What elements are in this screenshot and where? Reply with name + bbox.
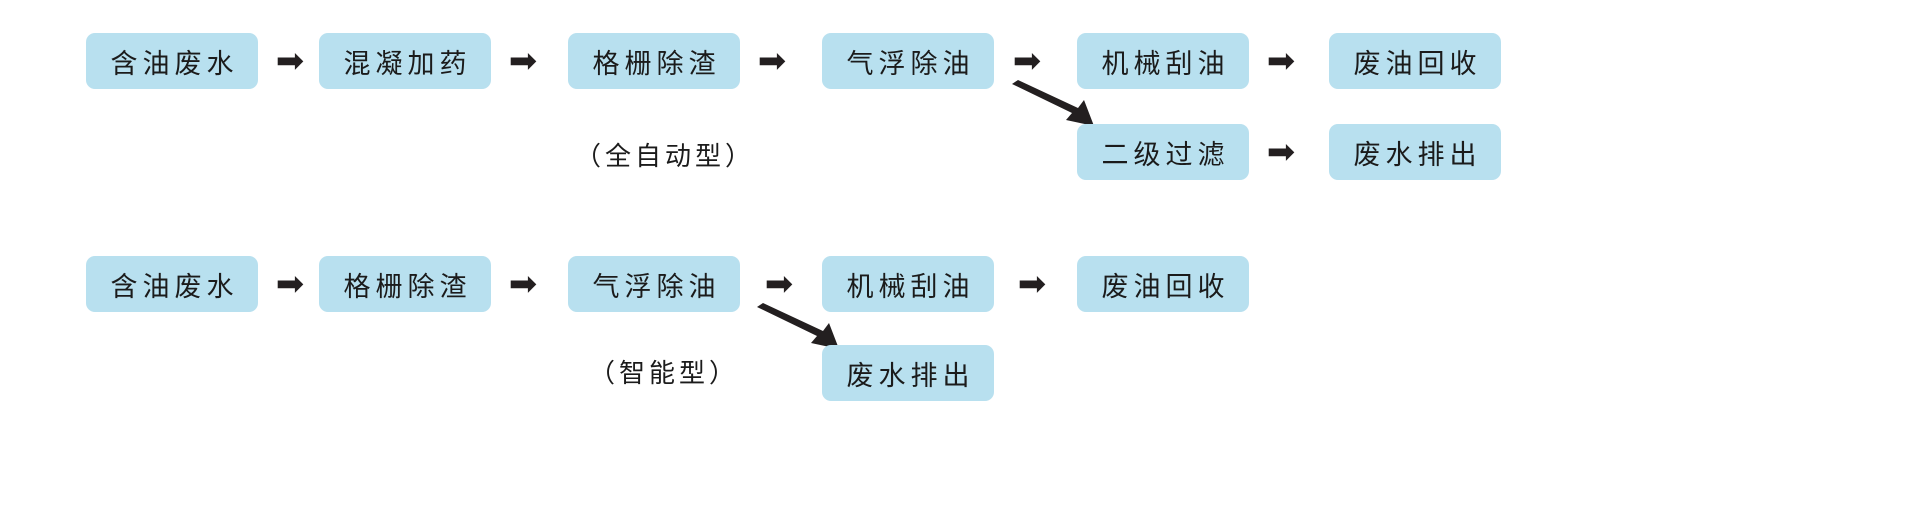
node-top-coagulant-dosing: 混凝加药 bbox=[319, 33, 491, 89]
node-bottom-air-flotation: 气浮除油 bbox=[568, 256, 740, 312]
node-top-waste-oil-recovery: 废油回收 bbox=[1329, 33, 1501, 89]
node-top-grille-screening: 格栅除渣 bbox=[568, 33, 740, 89]
arrow-right-icon: ➡ bbox=[757, 41, 787, 81]
node-top-influent: 含油废水 bbox=[86, 33, 258, 89]
node-bottom-influent: 含油废水 bbox=[86, 256, 258, 312]
arrow-diagonal-down-icon bbox=[1012, 80, 1094, 126]
arrow-right-icon: ➡ bbox=[508, 41, 538, 81]
arrow-right-icon: ➡ bbox=[508, 264, 538, 304]
arrow-right-icon: ➡ bbox=[275, 41, 305, 81]
arrow-right-icon: ➡ bbox=[1012, 41, 1042, 81]
caption-smart-type: （智能型） bbox=[589, 358, 740, 388]
arrow-right-icon: ➡ bbox=[1266, 132, 1296, 172]
node-bottom-effluent-discharge: 废水排出 bbox=[822, 345, 994, 401]
node-top-secondary-filtration: 二级过滤 bbox=[1077, 124, 1249, 180]
arrow-right-icon: ➡ bbox=[275, 264, 305, 304]
arrow-right-icon: ➡ bbox=[1266, 41, 1296, 81]
arrow-right-icon: ➡ bbox=[1017, 264, 1047, 304]
node-bottom-mechanical-skimming: 机械刮油 bbox=[822, 256, 994, 312]
arrow-diagonal-down-icon bbox=[757, 303, 839, 349]
caption-auto-type: （全自动型） bbox=[575, 141, 756, 171]
node-top-mechanical-skimming: 机械刮油 bbox=[1077, 33, 1249, 89]
node-bottom-grille-screening: 格栅除渣 bbox=[319, 256, 491, 312]
node-top-air-flotation: 气浮除油 bbox=[822, 33, 994, 89]
node-top-effluent-discharge: 废水排出 bbox=[1329, 124, 1501, 180]
arrow-right-icon: ➡ bbox=[764, 264, 794, 304]
node-bottom-waste-oil-recovery: 废油回收 bbox=[1077, 256, 1249, 312]
